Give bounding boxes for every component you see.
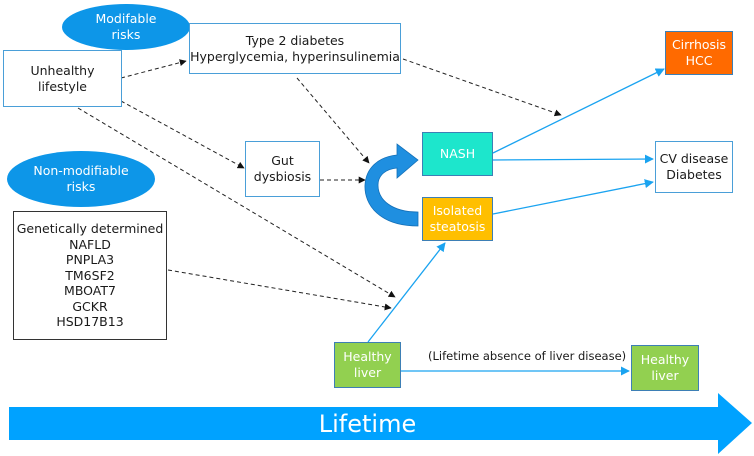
gut-dysbiosis-line2: dysbiosis (253, 169, 312, 184)
genetic-item-mboat7: MBOAT7 (64, 283, 116, 299)
type2-diabetes-box: Type 2 diabetes Hyperglycemia, hyperinsu… (189, 23, 401, 74)
cirrhosis-line1: Cirrhosis (671, 37, 727, 52)
genetic-item-gckr: GCKR (72, 298, 108, 314)
edge-lifestyle-to-liver (77, 107, 396, 298)
unhealthy-lifestyle-line1: Unhealthy (30, 62, 95, 78)
genetic-heading: Genetically determined (16, 221, 164, 237)
edge-genetic-to-liver (167, 269, 392, 311)
type2-diabetes-line1: Type 2 diabetes (245, 32, 345, 48)
type2-diabetes-line2: Hyperglycemia, hyperinsulinemia (190, 48, 400, 64)
non-modifiable-risks-line1: Non-modifiable (33, 163, 129, 178)
healthy-liver-end-box: Healthy liver (631, 345, 699, 391)
healthy-liver-start-line2: liver (353, 365, 382, 380)
edge-steatosis-to-cv (492, 179, 654, 215)
edge-nash-to-cirrhosis (492, 68, 665, 154)
isolated-steatosis-box: Isolated steatosis (422, 197, 493, 241)
non-modifiable-risks-ellipse: Non-modifiable risks (7, 151, 155, 207)
unhealthy-lifestyle-box: Unhealthy lifestyle (3, 50, 122, 107)
edge-diabetes-to-nash-curve (296, 77, 370, 164)
healthy-liver-end-line1: Healthy (640, 352, 690, 367)
nash-box: NASH (422, 132, 493, 176)
healthy-liver-start-box: Healthy liver (334, 342, 401, 388)
lifetime-arrow-shape (9, 393, 752, 454)
non-modifiable-risks-line2: risks (66, 179, 96, 194)
genetic-item-pnpla3: PNPLA3 (65, 252, 115, 268)
lifetime-arrow (9, 393, 731, 394)
cv-disease-line2: Diabetes (666, 167, 722, 182)
modifiable-risks-ellipse: Modifable risks (62, 4, 190, 50)
genetic-item-tm6sf2: TM6SF2 (65, 267, 115, 283)
genetic-item-nafld: NAFLD (69, 236, 111, 252)
isolated-steatosis-line1: Isolated (432, 203, 483, 218)
isolated-steatosis-line2: steatosis (429, 219, 486, 234)
edge-lifestyle-to-diabetes (120, 59, 187, 79)
modifiable-risks-line1: Modifable (95, 11, 157, 26)
healthy-liver-start-line1: Healthy (343, 349, 392, 364)
cirrhosis-line2: HCC (685, 53, 713, 68)
cv-disease-line1: CV disease (659, 151, 729, 166)
cirrhosis-hcc-box: Cirrhosis HCC (665, 31, 733, 75)
lifetime-absence-annotation: (Lifetime absence of liver disease) (428, 349, 627, 363)
genetic-factors-box: Genetically determined NAFLD PNPLA3 TM6S… (13, 211, 167, 340)
edge-nash-to-cv (492, 154, 654, 164)
genetic-item-hsd17b13: HSD17B13 (56, 314, 124, 330)
edge-lifestyle-to-gut (120, 100, 245, 169)
nash-label: NASH (439, 146, 476, 161)
gut-dysbiosis-line1: Gut (271, 153, 294, 168)
curved-progression-arrow (364, 143, 419, 227)
edge-diabetes-to-cirrhosis (402, 58, 562, 117)
gut-dysbiosis-box: Gut dysbiosis (245, 141, 320, 197)
modifiable-risks-line2: risks (111, 27, 141, 42)
lifetime-label: Lifetime (318, 410, 417, 438)
edge-healthy-to-steatosis (367, 242, 446, 343)
unhealthy-lifestyle-line2: lifestyle (37, 78, 87, 94)
cv-disease-box: CV disease Diabetes (655, 141, 733, 193)
healthy-liver-end-line2: liver (651, 368, 679, 383)
